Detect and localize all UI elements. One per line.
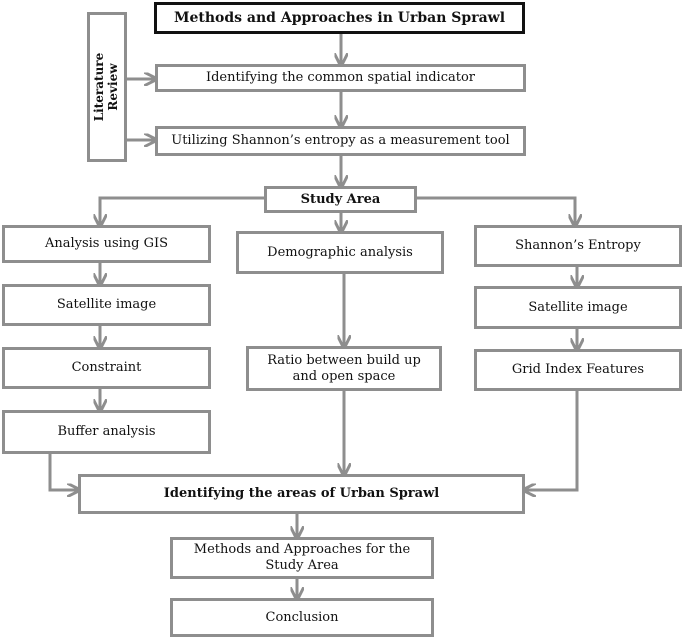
demographic-text: Demographic analysis <box>267 244 413 260</box>
step-indicator-box: Identifying the common spatial indicator <box>155 64 526 92</box>
literature-review-text: Literature Review <box>92 52 120 122</box>
arrow-study-area-to-gis <box>100 196 264 225</box>
grid-box: Grid Index Features <box>474 349 682 391</box>
entropy-text: Shannon’s Entropy <box>515 238 641 254</box>
step-shannon-box: Utilizing Shannon’s entropy as a measure… <box>155 126 526 156</box>
study-area-text: Study Area <box>300 191 381 207</box>
methods-study-area-box: Methods and Approaches for the Study Are… <box>170 537 434 579</box>
literature-review-box: Literature Review <box>87 12 127 162</box>
constraint-box: Constraint <box>2 347 211 389</box>
buffer-text: Buffer analysis <box>57 424 156 440</box>
step-shannon-text: Utilizing Shannon’s entropy as a measure… <box>171 133 510 149</box>
constraint-text: Constraint <box>71 360 142 376</box>
step-indicator-text: Identifying the common spatial indicator <box>205 70 476 86</box>
analysis-gis-text: Analysis using GIS <box>44 236 169 252</box>
identifying-areas-text: Identifying the areas of Urban Sprawl <box>163 486 440 502</box>
buffer-box: Buffer analysis <box>2 410 211 454</box>
arrow-buffer-to-identifying <box>48 454 78 490</box>
conclusion-text: Conclusion <box>265 609 339 625</box>
entropy-box: Shannon’s Entropy <box>474 225 682 267</box>
demographic-box: Demographic analysis <box>236 231 444 274</box>
arrow-grid-to-identifying <box>525 391 579 490</box>
right-satellite-text: Satellite image <box>528 299 628 315</box>
study-area-box: Study Area <box>264 186 417 213</box>
title-box: Methods and Approaches in Urban Sprawl <box>154 2 525 34</box>
left-satellite-text: Satellite image <box>56 297 157 313</box>
methods-study-area-text: Methods and Approaches for the Study Are… <box>193 542 411 573</box>
title-text: Methods and Approaches in Urban Sprawl <box>173 9 506 26</box>
identifying-areas-box: Identifying the areas of Urban Sprawl <box>78 474 525 514</box>
arrow-study-area-to-entropy <box>417 196 575 225</box>
grid-text: Grid Index Features <box>511 362 645 378</box>
analysis-gis-box: Analysis using GIS <box>2 225 211 263</box>
ratio-text: Ratio between build up and open space <box>267 352 421 384</box>
right-satellite-box: Satellite image <box>474 286 682 329</box>
conclusion-box: Conclusion <box>170 598 434 637</box>
ratio-box: Ratio between build up and open space <box>246 346 442 391</box>
left-satellite-box: Satellite image <box>2 284 211 326</box>
